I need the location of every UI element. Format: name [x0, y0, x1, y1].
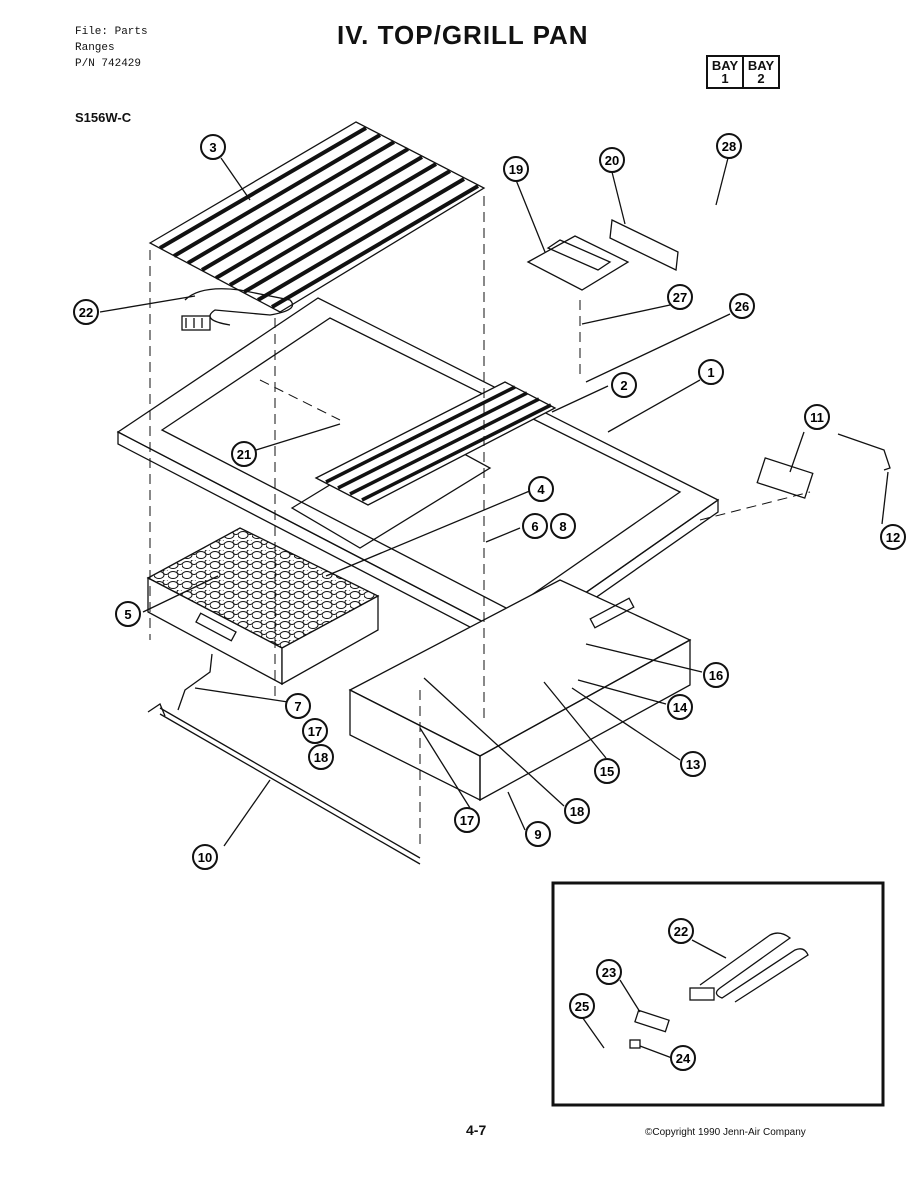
svg-text:27: 27	[673, 290, 687, 305]
svg-text:20: 20	[605, 153, 619, 168]
svg-text:17: 17	[460, 813, 474, 828]
svg-text:8: 8	[559, 519, 566, 534]
bay-1-cell: BAY 1	[708, 57, 742, 87]
callout-inset-23: 23	[596, 959, 622, 985]
callout-3: 3	[200, 134, 226, 160]
switch-housing	[526, 219, 679, 291]
callout-7-18: 18	[308, 744, 334, 770]
svg-text:14: 14	[673, 700, 688, 715]
callout-19: 19	[503, 156, 529, 182]
svg-text:22: 22	[79, 305, 93, 320]
callouts: 1 2 3 4 5 6 7 8 9 10 11 12 13 14 15 16 1…	[73, 133, 906, 1071]
model-number: S156W-C	[75, 110, 132, 125]
page-title: IV. TOP/GRILL PAN	[337, 20, 589, 50]
inset-heating-element	[689, 932, 809, 1003]
callout-15: 15	[594, 758, 620, 784]
file-info-line2: Ranges	[75, 42, 115, 54]
small-grate	[314, 381, 557, 506]
svg-text:6: 6	[531, 519, 538, 534]
svg-text:16: 16	[709, 668, 723, 683]
bay-1-number: 1	[721, 71, 729, 86]
svg-text:18: 18	[314, 750, 328, 765]
callout-20: 20	[599, 147, 625, 173]
bay-2-number: 2	[757, 71, 765, 86]
bay-1-label: BAY	[711, 58, 739, 73]
svg-text:4: 4	[537, 482, 545, 497]
grill-grate	[148, 121, 486, 313]
bay-2-cell: BAY 2	[742, 57, 778, 87]
callout-13: 13	[680, 751, 706, 777]
callout-9: 9	[525, 821, 551, 847]
callout-16: 16	[703, 662, 729, 688]
grill-pan	[348, 579, 692, 802]
callout-18: 18	[564, 798, 590, 824]
callout-6: 6	[522, 513, 548, 539]
svg-text:1: 1	[707, 365, 714, 380]
bay-2-label: BAY	[747, 58, 775, 73]
callout-inset-24: 24	[670, 1045, 696, 1071]
svg-text:26: 26	[735, 299, 749, 314]
callout-7: 7	[285, 693, 311, 719]
callout-11: 11	[804, 404, 830, 430]
inset-terminal-block	[629, 1009, 670, 1049]
svg-text:18: 18	[570, 804, 584, 819]
file-info-line3: P/N 742429	[75, 58, 142, 70]
terminal-block	[756, 433, 891, 499]
svg-text:25: 25	[575, 999, 589, 1014]
bay-box: BAY 1 BAY 2	[706, 55, 780, 89]
svg-text:9: 9	[534, 827, 541, 842]
page-number: 4-7	[466, 1122, 487, 1138]
rod-and-spring	[147, 653, 421, 865]
callout-7-17: 17	[302, 718, 328, 744]
rock-pan	[146, 527, 380, 686]
svg-text:28: 28	[722, 139, 736, 154]
copyright-notice: ©Copyright 1990 Jenn-Air Company	[645, 1127, 806, 1138]
svg-text:23: 23	[602, 965, 616, 980]
callout-17: 17	[454, 807, 480, 833]
callout-14: 14	[667, 694, 693, 720]
svg-text:11: 11	[810, 410, 824, 425]
callout-21: 21	[231, 441, 257, 467]
callout-8: 8	[550, 513, 576, 539]
callout-12: 12	[880, 524, 906, 550]
svg-text:10: 10	[198, 850, 212, 865]
alignment-lines	[149, 196, 811, 850]
svg-text:22: 22	[674, 924, 688, 939]
callout-27: 27	[667, 284, 693, 310]
svg-text:13: 13	[686, 757, 700, 772]
leader-lines	[99, 157, 889, 1059]
callout-10: 10	[192, 844, 218, 870]
svg-text:24: 24	[676, 1051, 691, 1066]
callout-inset-25: 25	[569, 993, 595, 1019]
callout-4: 4	[528, 476, 554, 502]
inset-box	[551, 881, 885, 1107]
callout-26: 26	[729, 293, 755, 319]
svg-text:2: 2	[620, 378, 627, 393]
svg-text:15: 15	[600, 764, 614, 779]
callout-1: 1	[698, 359, 724, 385]
svg-text:19: 19	[509, 162, 523, 177]
svg-text:5: 5	[124, 607, 131, 622]
file-info-line1: File: Parts	[75, 26, 148, 38]
svg-text:17: 17	[308, 724, 322, 739]
callout-5: 5	[115, 601, 141, 627]
svg-text:21: 21	[237, 447, 251, 462]
svg-text:7: 7	[294, 699, 301, 714]
callout-22: 22	[73, 299, 99, 325]
file-info: File: Parts Ranges P/N 742429	[75, 24, 148, 72]
callout-28: 28	[716, 133, 742, 159]
heating-element	[181, 288, 294, 331]
callout-inset-22: 22	[668, 918, 694, 944]
svg-text:3: 3	[209, 140, 216, 155]
svg-text:12: 12	[886, 530, 900, 545]
callout-2: 2	[611, 372, 637, 398]
